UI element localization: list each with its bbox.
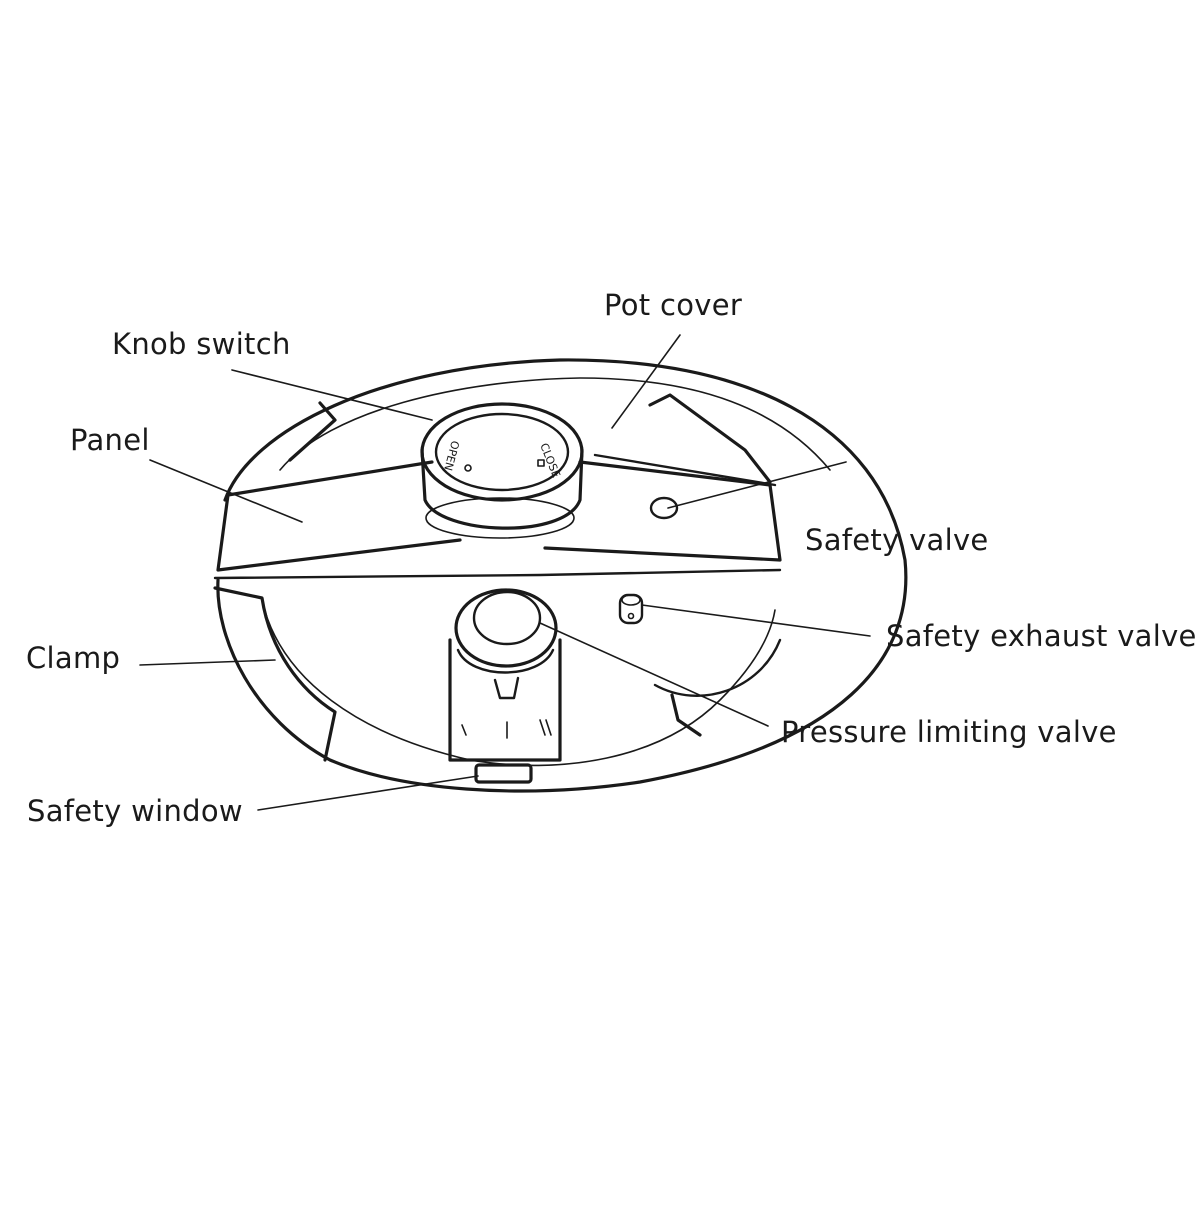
label-panel: Panel [70,423,150,457]
safety-valve [649,496,679,520]
leader-safety-exhaust-valve [641,604,871,637]
safety-window [474,763,533,784]
leader-lines [139,334,871,811]
clamp-segments [213,393,782,762]
leader-clamp [139,659,276,666]
leader-safety-valve [667,461,847,509]
panel-band [213,453,782,580]
label-pressure-limiting-valve: Pressure limiting valve [781,715,1117,749]
leader-panel [149,459,303,523]
leader-knob-switch [231,369,433,421]
label-clamp: Clamp [26,641,121,675]
label-safety-valve: Safety valve [805,523,989,557]
leader-safety-window [257,775,479,811]
pot-cover-outline [216,358,908,793]
label-safety-exhaust-valve: Safety exhaust valve [886,619,1197,653]
leader-pressure-limiting-valve [539,622,769,727]
knob-switch: CLOSE OPEN [420,402,584,539]
label-knob-switch: Knob switch [112,327,291,361]
pressure-limiting-valve [448,588,562,762]
label-safety-window: Safety window [27,794,243,828]
knob-open-marking: OPEN [441,439,461,472]
label-pot-cover: Pot cover [604,288,743,322]
safety-exhaust-valve [618,593,644,625]
leader-pot-cover [611,334,681,429]
